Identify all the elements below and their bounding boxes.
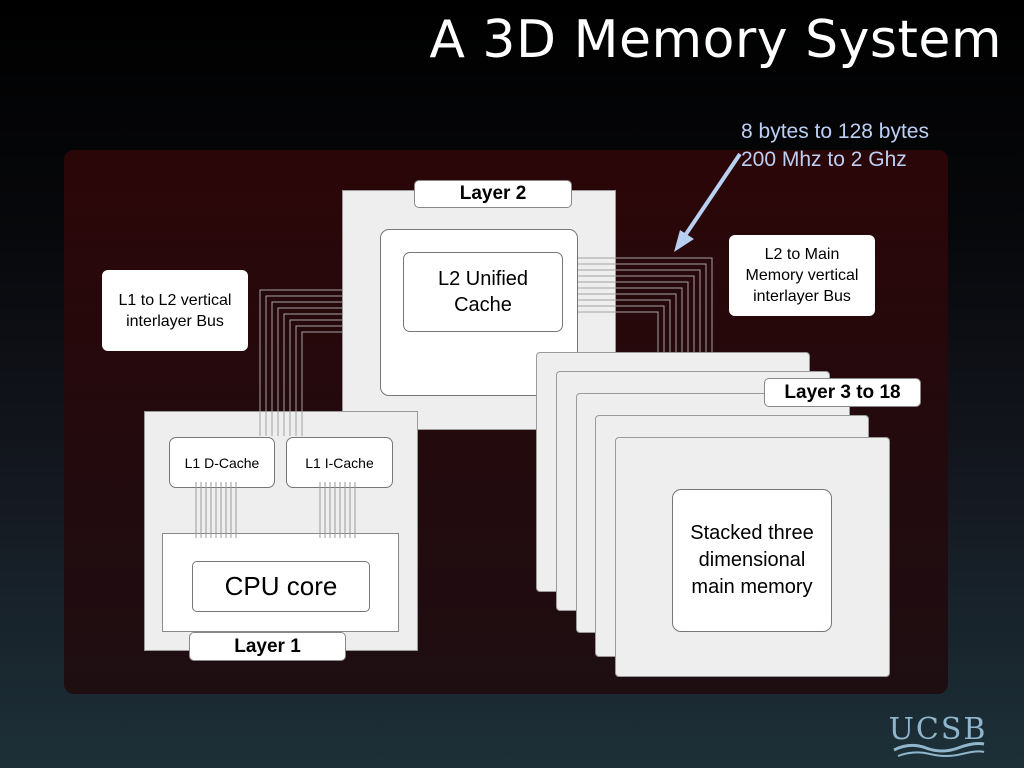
wave-icon — [893, 742, 985, 757]
layer-1-tag: Layer 1 — [189, 632, 346, 661]
bus-spec-annotation: 8 bytes to 128 bytes 200 Mhz to 2 Ghz — [741, 118, 929, 174]
slide-title: A 3D Memory System — [429, 10, 1002, 70]
l1-l2-bus-note-line1: L1 to L2 vertical — [118, 291, 232, 309]
ucsb-logo-text: UCSB — [888, 712, 988, 747]
l1-d-cache: L1 D-Cache — [169, 437, 275, 488]
l1-i-cache: L1 I-Cache — [286, 437, 393, 488]
l1-l2-bus-wires — [259, 289, 342, 436]
bus-width-text: 8 bytes to 128 bytes — [741, 120, 929, 143]
annotation-arrow — [674, 152, 742, 252]
l2-main-bus-wires — [578, 257, 713, 352]
l2-main-bus-note-line3: interlayer Bus — [753, 288, 851, 305]
layer-3-to-18-tag: Layer 3 to 18 — [764, 378, 921, 407]
l2-cache-label-line2: Cache — [454, 294, 512, 316]
l2-main-bus-note-line1: L2 to Main — [764, 246, 840, 263]
l2-main-bus-note-line2: Memory vertical — [745, 267, 859, 284]
l2-unified-cache: L2 Unified Cache — [403, 252, 563, 332]
l1-l2-bus-note-line2: interlayer Bus — [126, 312, 224, 330]
cpu-core: CPU core — [192, 561, 370, 612]
ucsb-logo: UCSB — [888, 712, 988, 762]
l1-l2-bus-note: L1 to L2 vertical interlayer Bus — [102, 270, 248, 351]
memory-label-line1: Stacked three — [690, 522, 814, 544]
l2-cache-label-line1: L2 Unified — [437, 268, 529, 290]
memory-label-line2: dimensional — [698, 549, 806, 571]
icache-cpu-wires — [319, 482, 356, 538]
bus-frequency-text: 200 Mhz to 2 Ghz — [741, 148, 907, 171]
l2-main-bus-note: L2 to Main Memory vertical interlayer Bu… — [729, 235, 875, 316]
memory-label-line3: main memory — [691, 576, 813, 598]
dcache-cpu-wires — [195, 482, 237, 538]
stacked-main-memory: Stacked three dimensional main memory — [672, 489, 832, 632]
layer-2-tag: Layer 2 — [414, 180, 572, 208]
